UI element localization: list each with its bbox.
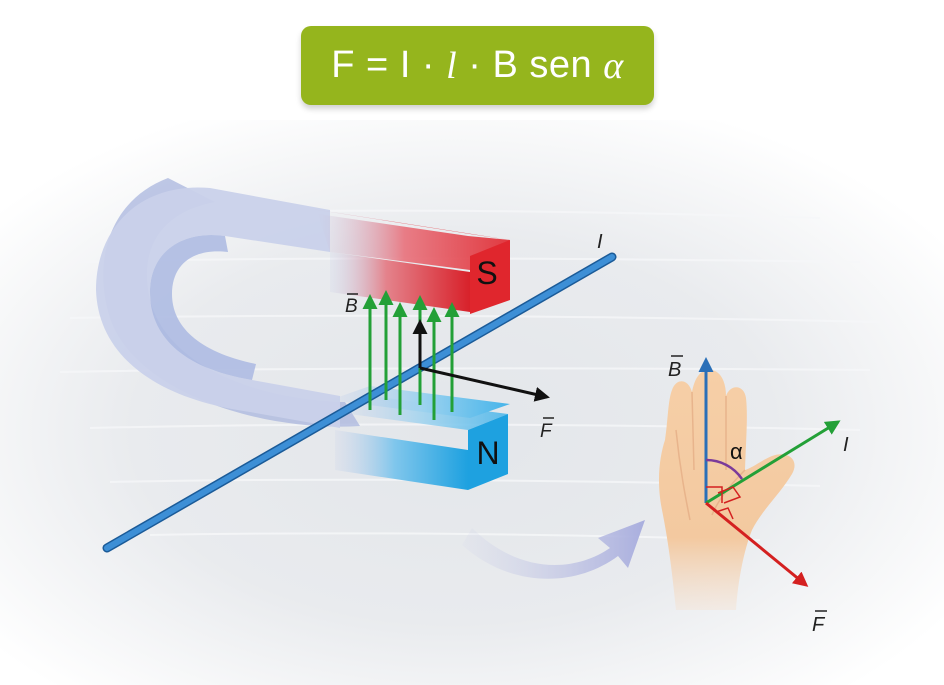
hand-current-label: I — [843, 434, 849, 456]
magnet-bend-inner — [150, 234, 256, 380]
force-vector — [419, 366, 550, 402]
south-arm-top-face — [318, 214, 510, 270]
north-arm-front — [335, 430, 468, 490]
hand-force-vector — [705, 501, 809, 587]
hand-field-label: B — [668, 359, 681, 381]
transition-arrow — [462, 520, 645, 579]
formula-dot-1: · — [410, 44, 447, 86]
south-pole-label: S — [476, 255, 497, 291]
wire-current-label: I — [597, 231, 603, 253]
hand-angle-label: α — [730, 439, 743, 464]
hand-force-label: F — [812, 614, 826, 636]
south-arm-top — [305, 208, 510, 240]
formula-alpha: α — [603, 44, 624, 87]
force-label: F — [540, 421, 553, 442]
angle-arc — [705, 458, 744, 480]
north-arm-top-face — [335, 396, 508, 430]
current-wire-highlight — [104, 254, 615, 551]
formula-sen: sen — [518, 44, 604, 86]
formula-field: B — [492, 44, 519, 86]
magnetic-field-arrows — [362, 290, 460, 420]
right-angle-markers — [706, 486, 742, 520]
formula-force: F — [331, 44, 355, 86]
hand-finger-lines — [675, 391, 727, 521]
formula-banner: F = I · l · B sen α — [301, 26, 654, 105]
formula-current: I — [399, 44, 411, 86]
north-pole-face — [468, 414, 508, 490]
north-pole-label: N — [476, 435, 499, 471]
field-label: B — [345, 296, 358, 317]
south-pole-face — [470, 240, 510, 314]
magnet-bend — [96, 187, 340, 428]
formula-length: l — [446, 44, 458, 87]
formula-equals: = — [355, 44, 400, 86]
formula-dot-2: · — [457, 44, 493, 86]
